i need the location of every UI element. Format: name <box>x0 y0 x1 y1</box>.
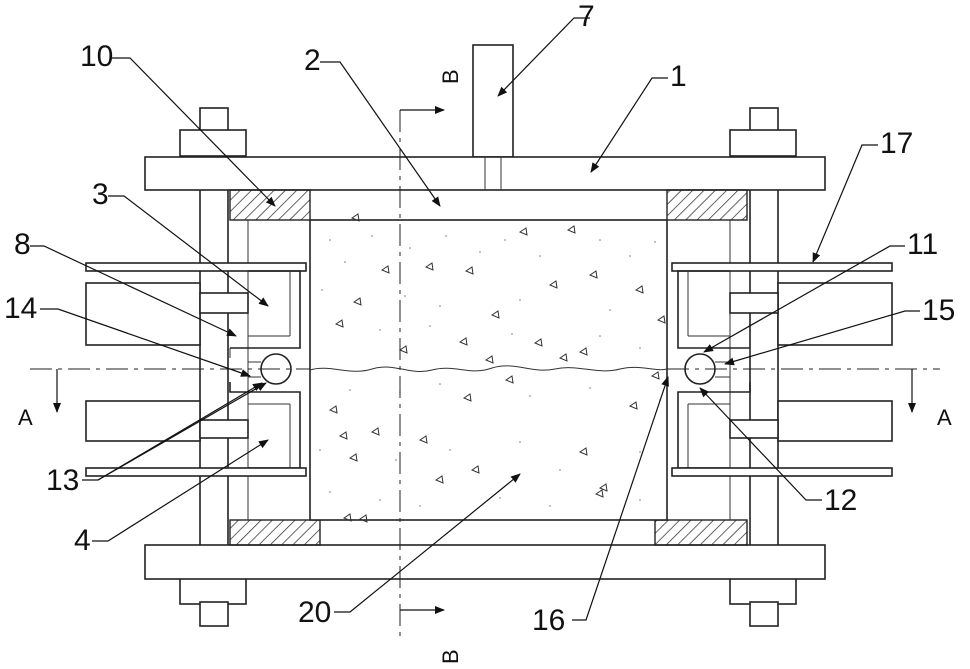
label-16: 16 <box>532 604 565 637</box>
label-14: 14 <box>4 292 37 325</box>
label-7: 7 <box>578 0 595 33</box>
label-3: 3 <box>92 178 109 211</box>
label-15: 15 <box>922 294 955 327</box>
label-2: 2 <box>304 44 321 77</box>
section-a-right: A <box>937 405 952 430</box>
label-10: 10 <box>80 40 113 73</box>
label-1: 1 <box>670 60 687 93</box>
label-13: 13 <box>46 464 79 497</box>
label-4: 4 <box>74 524 91 557</box>
label-11: 11 <box>907 228 938 261</box>
label-17: 17 <box>880 127 913 160</box>
bottom-plate <box>145 545 825 579</box>
rock-specimen <box>310 214 667 522</box>
label-12: 12 <box>824 484 857 517</box>
section-b-top: B <box>438 69 463 84</box>
label-8: 8 <box>14 228 31 261</box>
section-b-bottom: B <box>438 649 463 664</box>
label-20: 20 <box>298 596 331 629</box>
section-a-left: A <box>18 405 33 430</box>
